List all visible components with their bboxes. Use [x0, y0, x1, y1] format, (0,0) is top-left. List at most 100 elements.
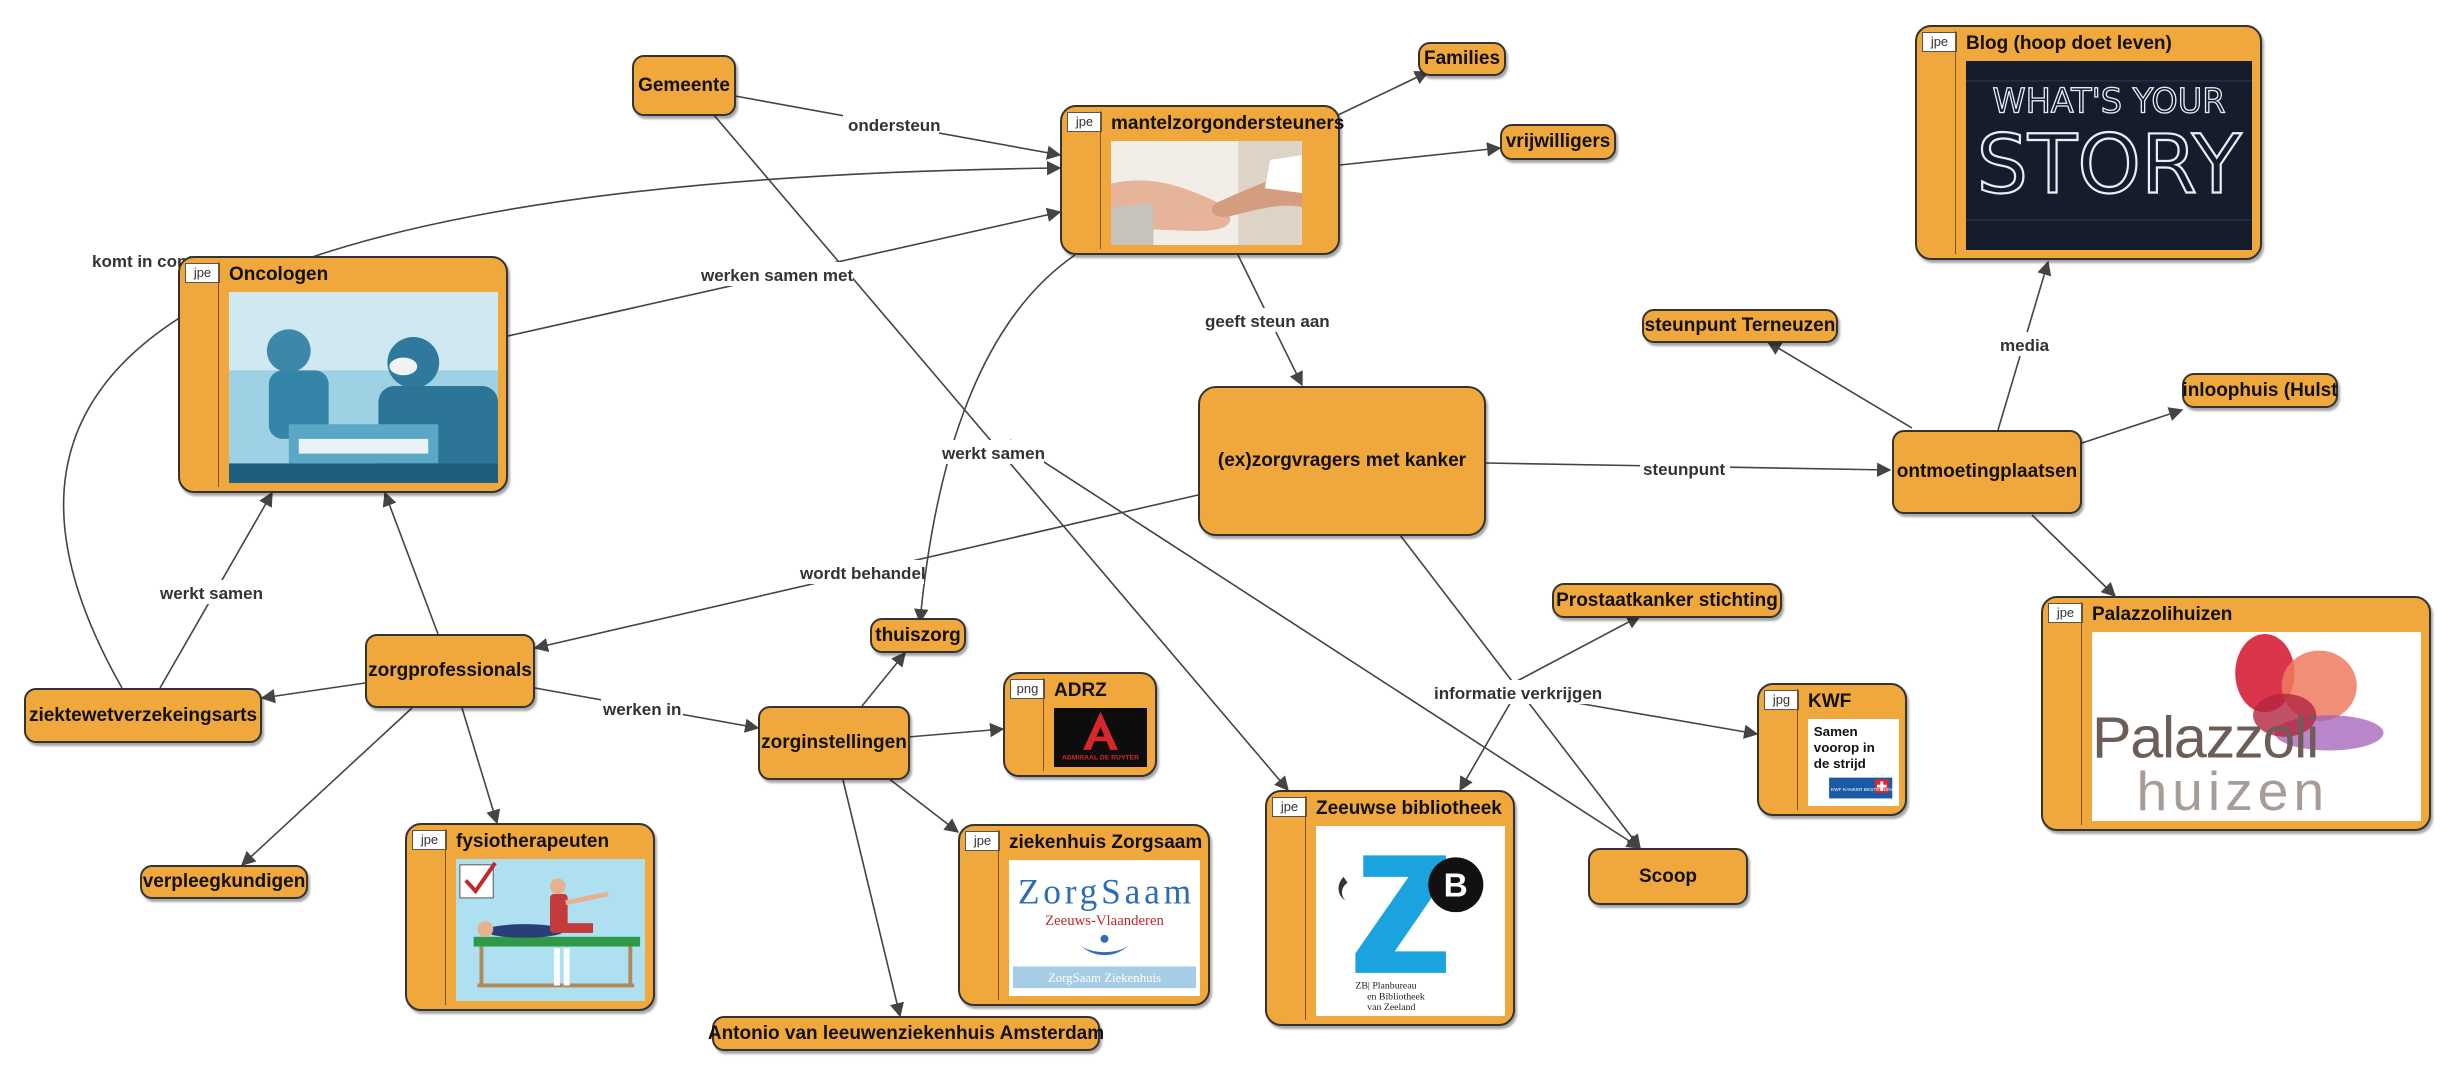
palazzoli-line2: huizen	[2136, 760, 2324, 821]
edge-mantelzorg-thuiszorg	[914, 254, 1076, 624]
zorgsaam-logo: ZorgSaam Zeeuws-Vlaanderen ZorgSaam Ziek…	[1009, 860, 1200, 996]
node-zorgprofessionals[interactable]: zorgprofessionals	[365, 634, 535, 708]
edge-zorgprof-ziektewet	[260, 682, 366, 704]
edge-zorginst-thuiszorg	[861, 651, 906, 707]
hands-photo	[1111, 141, 1302, 245]
node-ziektewet[interactable]: ziektewetverzekeingsarts	[24, 688, 262, 743]
node-title: Blog (hoop doet leven)	[1966, 33, 2172, 54]
node-title: Oncologen	[229, 264, 329, 285]
edge-info-prostaat	[1499, 615, 1642, 691]
zb-letter: B	[1444, 868, 1468, 905]
edge-mantelzorg-families	[1337, 71, 1430, 116]
edge-ontmoeting-inloophuis	[2081, 407, 2184, 444]
edge-ontmoeting-steunpunt	[1766, 341, 1913, 429]
node-palazzoli[interactable]: jpe Palazzolihuizen Palazzoli huizen	[2041, 596, 2431, 831]
node-title: fysiotherapeuten	[456, 831, 610, 852]
node-fysio[interactable]: jpe fysiotherapeuten	[405, 823, 655, 1011]
node-antonio[interactable]: Antonio van leeuwenziekenhuis Amsterdam	[708, 1016, 1104, 1051]
divider	[1797, 689, 1798, 810]
node-prostaatkanker[interactable]: Prostaatkanker stichting	[1552, 583, 1782, 618]
edge-info-zeeuwse	[1459, 699, 1513, 792]
edge-info-kwf	[1559, 699, 1759, 739]
blog-line1: WHAT'S YOUR	[1992, 82, 2225, 121]
node-blog[interactable]: jpe Blog (hoop doet leven) WHAT'S YOUR S…	[1915, 25, 2262, 260]
node-zorgsaam[interactable]: jpe ziekenhuis Zorgsaam ZorgSaam Zeeuws-…	[958, 824, 1210, 1006]
edge-zorgvragers-ontmoeting	[1485, 462, 1892, 477]
edge-label-wordt-behandel: wordt behandel	[799, 564, 926, 583]
divider	[1955, 31, 1956, 254]
node-gemeente[interactable]: Gemeente	[632, 55, 736, 116]
blog-chalkboard-image: WHAT'S YOUR STORY	[1966, 61, 2252, 250]
divider	[1043, 678, 1044, 771]
edge-label-ondersteun: ondersteun	[848, 116, 941, 135]
divider	[218, 262, 219, 487]
edge-label-media: media	[2000, 336, 2050, 355]
edge-label-werkt-samen-left: werkt samen	[159, 584, 263, 603]
node-thuiszorg[interactable]: thuiszorg	[870, 618, 966, 653]
node-kwf[interactable]: jpg KWF Samen voorop in de strijd KWF KA…	[1757, 683, 1907, 816]
blog-line2: STORY	[1977, 118, 2242, 212]
edge-label-steunpunt: steunpunt	[1643, 460, 1725, 479]
node-zorginstellingen[interactable]: zorginstellingen	[758, 706, 910, 780]
edge-zorgprof-fysio	[461, 707, 501, 825]
edge-label-werken-samen-met: werken samen met	[700, 266, 853, 285]
edge-zorgprof-zorginst	[534, 687, 760, 733]
edge-zorgvragers-zorgprofessionals	[533, 494, 1199, 653]
edge-zorgprof-oncologen	[382, 491, 439, 635]
palazzoli-line1: Palazzoli	[2092, 705, 2319, 771]
kwf-logo-text: KWF KANKER BESTRIJDING	[1831, 787, 1896, 793]
node-inloophuis[interactable]: inloophuis (Hulst	[2182, 373, 2338, 408]
node-adrz[interactable]: png ADRZ ADMIRAAL DE RUYTER	[1003, 672, 1157, 777]
zorgsaam-line3: ZorgSaam Ziekenhuis	[1048, 971, 1161, 985]
edge-zorgprof-verpleeg	[240, 707, 413, 866]
zb-caption-1: ZB| Planbureau	[1355, 981, 1416, 992]
divider	[445, 829, 446, 1005]
node-steunpunt-terneuzen[interactable]: steunpunt Terneuzen	[1642, 309, 1838, 343]
node-ontmoetingsplaatsen[interactable]: ontmoetingplaatsen	[1892, 430, 2082, 514]
edge-ontmoeting-blog	[1997, 260, 2052, 431]
node-families[interactable]: Families	[1418, 42, 1506, 76]
edge-ontmoeting-palazzoli	[2031, 514, 2117, 598]
divider	[1305, 796, 1306, 1020]
edge-label-informatie-verkrijgen: informatie verkrijgen	[1434, 684, 1602, 703]
adrz-logo: ADMIRAAL DE RUYTER	[1054, 708, 1147, 767]
surgeons-photo	[229, 292, 498, 483]
edge-label-werken-in: werken in	[602, 700, 681, 719]
node-vrijwilligers[interactable]: vrijwilligers	[1500, 124, 1616, 160]
file-tag: jpe	[185, 263, 220, 283]
edge-mantelzorg-vrijwilligers	[1339, 142, 1502, 166]
zb-caption-3: van Zeeland	[1367, 1002, 1415, 1013]
edge-zorginst-antonio	[842, 779, 904, 1018]
node-title: Palazzolihuizen	[2092, 604, 2233, 625]
palazzoli-logo: Palazzoli huizen	[2092, 632, 2421, 821]
node-oncologen[interactable]: jpe Oncologen	[178, 256, 508, 493]
node-mantelzorg[interactable]: jpe mantelzorgondersteuners	[1060, 105, 1344, 255]
node-title: Zeeuwse bibliotheek	[1316, 798, 1502, 819]
node-title: mantelzorgondersteuners	[1111, 113, 1345, 134]
zorgsaam-line1: ZorgSaam	[1018, 871, 1192, 911]
node-zorgvragers[interactable]: (ex)zorgvragers met kanker	[1198, 386, 1486, 536]
file-tag: jpe	[965, 831, 1000, 851]
file-tag: jpe	[412, 830, 447, 850]
edge-zorginst-adrz	[907, 722, 1005, 738]
node-zeeuwse-bib[interactable]: jpe Zeeuwse bibliotheek B ZB| Planbureau…	[1265, 790, 1515, 1026]
divider	[1100, 111, 1101, 249]
adrz-logo-text: ADMIRAAL DE RUYTER	[1062, 754, 1139, 761]
zb-caption-2: en Bibliotheek	[1367, 991, 1425, 1002]
file-tag: jpe	[1272, 797, 1307, 817]
kwf-text-1: Samen	[1814, 724, 1858, 739]
node-title: ADRZ	[1054, 680, 1107, 701]
kwf-text-3: de strijd	[1814, 756, 1866, 771]
file-tag: png	[1010, 679, 1045, 699]
node-scoop[interactable]: Scoop	[1588, 848, 1748, 905]
edge-label-werkt-samen-top: werkt samen	[941, 444, 1045, 463]
divider	[998, 830, 999, 1000]
file-tag: jpg	[1764, 690, 1799, 710]
divider	[2081, 602, 2082, 825]
node-title: ziekenhuis Zorgsaam	[1009, 832, 1203, 853]
file-tag: jpe	[1067, 112, 1102, 132]
edge-oncologen-mantelzorg	[507, 207, 1062, 337]
edge-label-geeft-steun-aan: geeft steun aan	[1205, 312, 1330, 331]
file-tag: jpe	[2048, 603, 2083, 623]
node-verpleegkundigen[interactable]: verpleegkundigen	[140, 865, 308, 899]
